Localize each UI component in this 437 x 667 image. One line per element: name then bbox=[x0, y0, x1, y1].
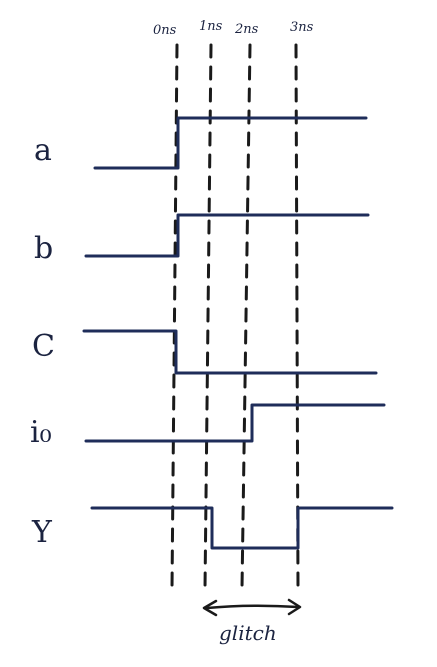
waveform-c bbox=[82, 329, 378, 375]
signal-label-a: a bbox=[34, 133, 52, 168]
waveform-i0 bbox=[84, 403, 386, 443]
time-label-3ns: 3ns bbox=[290, 20, 314, 35]
signal-label-c: C bbox=[32, 329, 55, 364]
time-label-2ns: 2ns bbox=[234, 22, 259, 37]
signal-label-y: Y bbox=[31, 515, 53, 550]
signal-label-b: b bbox=[34, 231, 53, 266]
waveform-b bbox=[84, 213, 370, 258]
waveform-a bbox=[93, 116, 368, 170]
time-label-1ns: 1ns bbox=[199, 19, 223, 34]
signal-label-i0: i₀ bbox=[30, 415, 52, 450]
time-marker-line-3ns bbox=[294, 43, 300, 590]
time-marker-line-0ns bbox=[170, 43, 179, 590]
time-label-0ns: 0ns bbox=[153, 23, 177, 38]
waveform-y bbox=[90, 506, 394, 550]
glitch-annotation: glitch bbox=[219, 621, 277, 645]
glitch-span-arrow bbox=[202, 598, 302, 617]
time-marker-line-1ns bbox=[203, 43, 213, 590]
time-marker-line-2ns bbox=[240, 43, 252, 590]
